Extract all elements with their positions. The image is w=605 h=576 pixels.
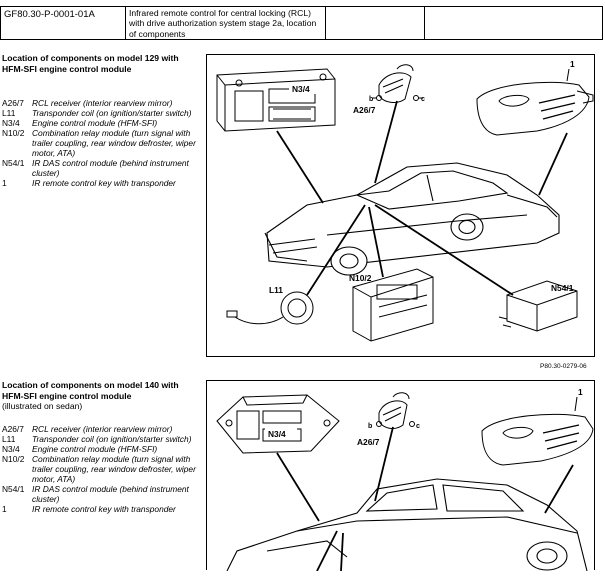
engine-control-module-drawing (216, 394, 340, 454)
figure-reference: P80.30-0279-06 (540, 363, 587, 370)
document-description: Infrared remote control for central lock… (126, 7, 326, 39)
callout-label: b (369, 96, 373, 103)
figure-model-140: N3/4 A26/7 b c 1 (206, 380, 595, 572)
section-subtitle: (illustrated on sedan) (2, 401, 83, 411)
car-sedan-drawing (226, 478, 588, 572)
callout-label: c (421, 96, 425, 103)
callout-label: N10/2 (349, 273, 372, 283)
callout-label: N3/4 (268, 429, 286, 439)
component-diagram-model-140: N3/4 A26/7 b c 1 (216, 387, 594, 572)
callout-label: N3/4 (292, 84, 310, 94)
section-title-model-129: Location of components on model 129 with… (2, 53, 179, 74)
component-diagram-model-129: N3/4 A26/7 b c 1 L11 N10/2 N54/1 (216, 59, 594, 342)
callout-label: N54/1 (551, 283, 574, 293)
callout-label: A26/7 (357, 437, 380, 447)
callout-label: c (416, 423, 420, 430)
callout-label: 1 (578, 387, 583, 397)
header-empty-cell (326, 7, 425, 39)
section-title-model-140: Location of components on model 140 with… (2, 380, 179, 411)
remote-key-drawing (481, 413, 594, 466)
combination-relay-module-drawing (352, 268, 434, 342)
callout-label: 1 (570, 59, 575, 69)
remote-key-drawing (476, 81, 594, 136)
callout-label: b (368, 423, 372, 430)
rearview-mirror-drawing (376, 392, 415, 429)
document-id: GF80.30-P-0001-01A (1, 7, 126, 39)
rearview-mirror-drawing (373, 64, 423, 103)
header-empty-cell (425, 7, 602, 39)
callout-label: L11 (269, 285, 283, 295)
engine-control-module-drawing (216, 68, 336, 132)
leader-lines (276, 426, 574, 572)
car-coupe-drawing (264, 162, 560, 276)
leader-lines (276, 100, 568, 296)
callout-label: A26/7 (353, 105, 376, 115)
figure-model-129: N3/4 A26/7 b c 1 L11 N10/2 N54/1 (206, 54, 595, 357)
document-header: GF80.30-P-0001-01A Infrared remote contr… (0, 6, 603, 40)
transponder-coil-drawing (226, 291, 314, 325)
ir-das-control-module-drawing (498, 280, 578, 332)
